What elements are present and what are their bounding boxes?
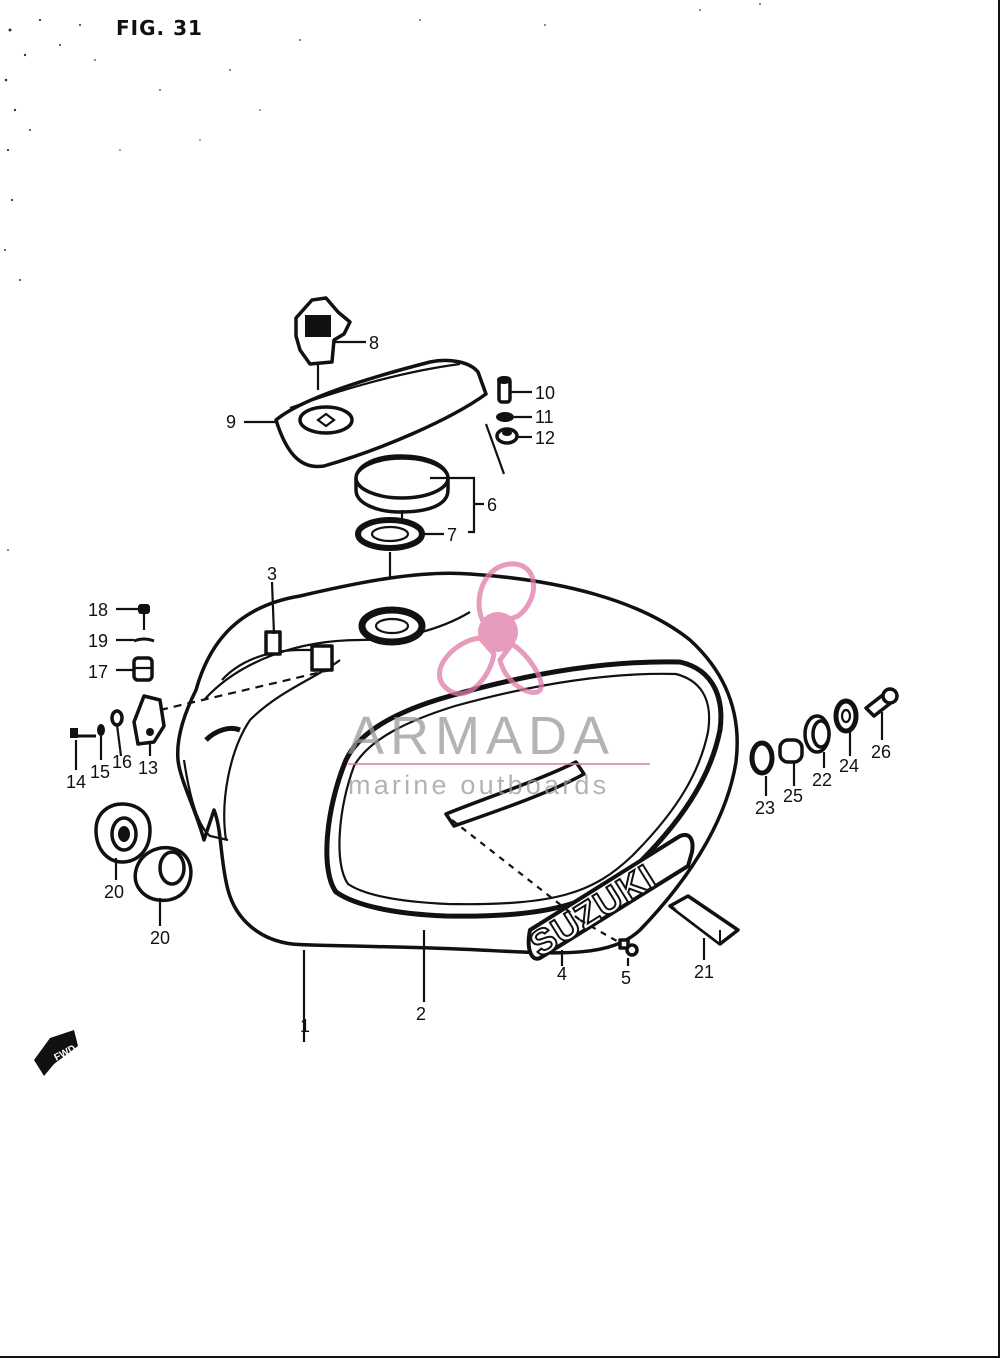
- callout-20-lower: 20: [150, 928, 170, 948]
- callout-25: 25: [783, 786, 803, 806]
- tank-top-cover: [274, 358, 488, 469]
- watermark-name: ARMADA: [348, 706, 615, 766]
- callout-12: 12: [535, 428, 555, 448]
- washer-23: [749, 740, 775, 776]
- callout-23: 23: [755, 798, 775, 818]
- front-direction-arrow: FWD: [34, 1030, 78, 1076]
- callout-15: 15: [90, 762, 110, 782]
- bracket-bolt: [70, 728, 96, 738]
- fuel-cap-lock: [294, 296, 352, 390]
- cover-cushion: [495, 427, 519, 445]
- callout-26: 26: [871, 742, 891, 762]
- bracket-washer: [97, 724, 105, 736]
- tank-cushion-upper: [94, 802, 152, 864]
- callout-1: 1: [300, 1016, 310, 1036]
- fuel-filler-cap: [354, 454, 450, 520]
- bolt-26: [864, 687, 899, 718]
- callout-21: 21: [694, 962, 714, 982]
- bracket-spacer: [110, 709, 124, 727]
- spring-washer: [133, 637, 155, 643]
- mount-bracket: [132, 694, 166, 746]
- cover-bolt: [497, 376, 512, 404]
- scan-noise: [4, 3, 761, 551]
- propeller-logo: [437, 561, 544, 697]
- tank-cushion-lower: [133, 845, 193, 903]
- rubber-pad: [668, 894, 740, 946]
- callout-22: 22: [812, 770, 832, 790]
- emblem-screw: [579, 919, 639, 957]
- mount-screw: [138, 604, 150, 630]
- washer-24: [833, 698, 859, 734]
- callout-7: 7: [447, 525, 457, 545]
- callout-20-upper: 20: [104, 882, 124, 902]
- watermark: ARMADA marine outboards: [348, 561, 650, 800]
- leader-lines: [74, 340, 884, 1042]
- callout-11: 11: [535, 407, 554, 427]
- watermark-tagline: marine outboards: [348, 770, 609, 800]
- cushion-22: [803, 714, 831, 754]
- callout-8: 8: [369, 333, 379, 353]
- cover-washer: [496, 412, 514, 422]
- callout-2: 2: [416, 1004, 426, 1024]
- callout-14: 14: [66, 772, 86, 792]
- callout-19: 19: [88, 631, 108, 651]
- rubber-mount: [132, 656, 154, 682]
- callout-18: 18: [88, 600, 108, 620]
- callout-3: 3: [267, 564, 277, 584]
- callout-17: 17: [88, 662, 108, 682]
- callout-13: 13: [138, 758, 158, 778]
- callout-10: 10: [535, 383, 555, 403]
- collar-25: [778, 738, 804, 764]
- figure-title: FIG. 31: [116, 16, 203, 40]
- callout-6: 6: [487, 495, 497, 515]
- callout-16: 16: [112, 752, 132, 772]
- callout-5: 5: [621, 968, 631, 988]
- callout-24: 24: [839, 756, 859, 776]
- filler-cap-gasket: [355, 517, 425, 551]
- callout-9: 9: [226, 412, 236, 432]
- callout-labels: 8 9 10 11 12 6 7 3 18 19 17 14 15 16 13 …: [66, 333, 891, 1036]
- callout-4: 4: [557, 964, 567, 984]
